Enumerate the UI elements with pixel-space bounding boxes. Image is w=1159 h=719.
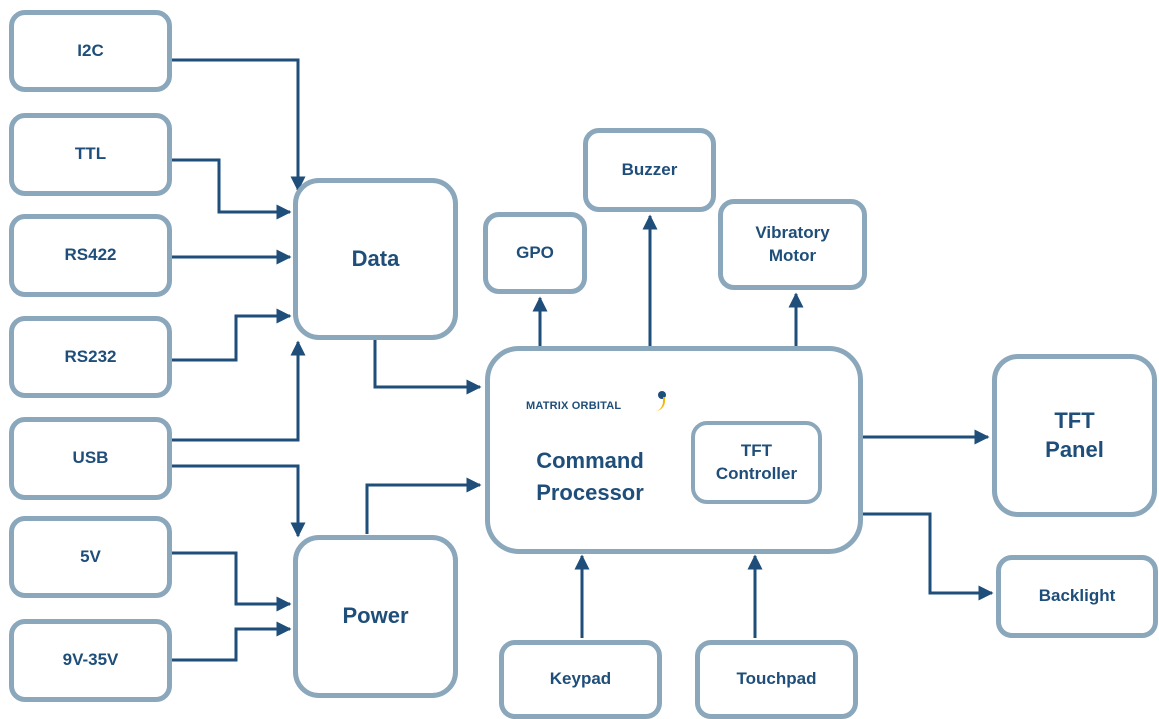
command-processor-box: MATRIX ORBITAL Command Processor TFT Con… bbox=[485, 346, 863, 554]
gpo-label: GPO bbox=[516, 242, 554, 262]
i2c-box: I2C bbox=[9, 10, 172, 92]
wire-processor-to-backlight bbox=[860, 512, 994, 601]
tft-controller-label: TFT Controller bbox=[715, 441, 798, 483]
rs422-box: RS422 bbox=[9, 214, 172, 297]
keypad-box: Keypad bbox=[499, 640, 662, 719]
keypad-label: Keypad bbox=[549, 669, 612, 689]
tft-panel-label: TFT Panel bbox=[1045, 407, 1104, 462]
wire-5v-to-power bbox=[172, 551, 292, 612]
rs232-box: RS232 bbox=[9, 316, 172, 398]
logo-swoosh-icon bbox=[655, 397, 665, 411]
ttl-box: TTL bbox=[9, 113, 172, 196]
wire-power-to-processor bbox=[365, 477, 482, 534]
data-box: Data bbox=[293, 178, 458, 340]
usb-box: USB bbox=[9, 417, 172, 500]
rs232-label: RS232 bbox=[64, 346, 117, 366]
tft-controller-box: TFT Controller bbox=[691, 421, 822, 504]
5v-box: 5V bbox=[9, 516, 172, 598]
backlight-label: Backlight bbox=[1038, 586, 1116, 606]
buzzer-box: Buzzer bbox=[583, 128, 716, 212]
power-box: Power bbox=[293, 535, 458, 698]
command-processor-label: Command Processor bbox=[536, 448, 644, 505]
wire-9v-to-power bbox=[172, 621, 292, 662]
wire-usb-to-power bbox=[172, 464, 306, 538]
wire-ttl-to-data bbox=[172, 158, 292, 220]
wire-usb-to-data bbox=[172, 340, 306, 442]
wire-i2c-to-data bbox=[172, 58, 306, 192]
9v-35v-label: 9V-35V bbox=[62, 650, 119, 670]
power-label: Power bbox=[342, 603, 409, 629]
usb-label: USB bbox=[72, 448, 109, 468]
wire-rs232-to-data bbox=[172, 308, 292, 362]
vibratory-motor-label: Vibratory Motor bbox=[755, 223, 830, 265]
buzzer-label: Buzzer bbox=[621, 159, 678, 179]
matrix-orbital-logo: MATRIX ORBITAL bbox=[526, 400, 622, 412]
ttl-label: TTL bbox=[74, 144, 107, 164]
touchpad-label: Touchpad bbox=[736, 669, 817, 689]
i2c-label: I2C bbox=[77, 40, 104, 60]
touchpad-box: Touchpad bbox=[695, 640, 858, 719]
tft-panel-box: TFT Panel bbox=[992, 354, 1157, 517]
9v-35v-box: 9V-35V bbox=[9, 619, 172, 702]
gpo-box: GPO bbox=[483, 212, 587, 294]
logo-dot-icon bbox=[658, 391, 666, 399]
data-label: Data bbox=[351, 245, 400, 271]
5v-label: 5V bbox=[80, 546, 101, 566]
vibratory-motor-box: Vibratory Motor bbox=[718, 199, 867, 290]
wire-data-to-processor bbox=[373, 338, 482, 395]
backlight-box: Backlight bbox=[996, 555, 1158, 638]
rs422-label: RS422 bbox=[64, 245, 117, 265]
